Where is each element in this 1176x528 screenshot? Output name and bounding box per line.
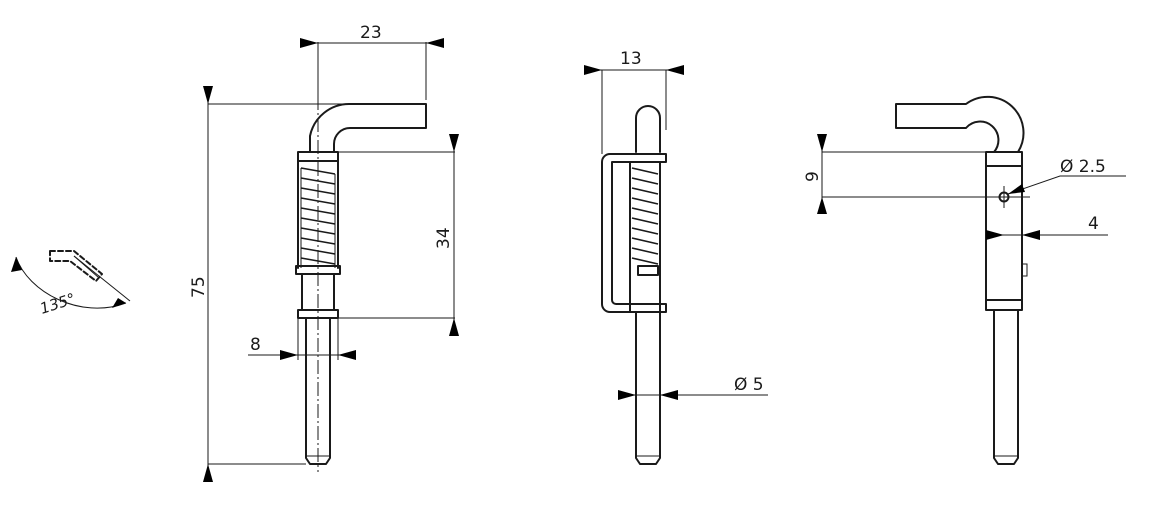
- side-dimensions: 13 Ø 5: [584, 49, 768, 400]
- side-view: [601, 105, 667, 465]
- dim-hole-offset: 9: [803, 171, 823, 182]
- dim-hole-diameter: Ø 2.5: [1060, 157, 1106, 177]
- dim-height-total: 75: [189, 276, 209, 298]
- side-spring: [631, 167, 659, 265]
- dim-side-width: 13: [620, 49, 642, 69]
- dim-width-top: 23: [360, 23, 382, 43]
- dim-shank-width: 4: [1088, 214, 1099, 234]
- angle-label: 135°: [38, 290, 78, 318]
- rear-dimensions: 9 Ø 2.5 4: [803, 134, 1126, 240]
- dim-pin-diameter: Ø 5: [734, 375, 764, 395]
- dim-housing-width: 8: [250, 335, 261, 355]
- front-spring: [300, 167, 336, 268]
- dim-spring-length: 34: [434, 227, 454, 249]
- front-dimensions: 23 75 34 8: [189, 23, 459, 482]
- front-view: [295, 96, 427, 472]
- angle-detail: 135°: [11, 250, 131, 318]
